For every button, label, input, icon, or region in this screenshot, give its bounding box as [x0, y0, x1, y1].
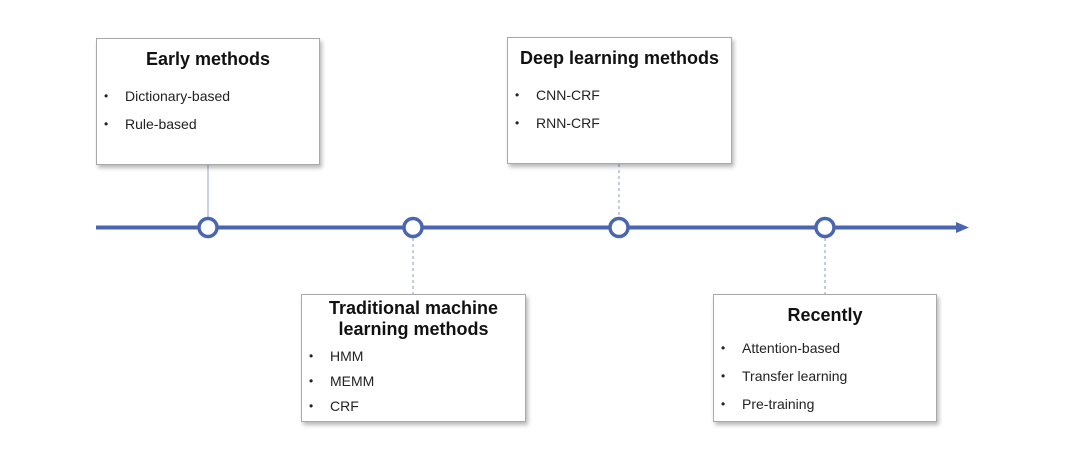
- stage-item: Rule-based: [97, 110, 319, 138]
- stage-item: Dictionary-based: [97, 82, 319, 110]
- stage-item: CRF: [302, 394, 525, 419]
- stage-title: Recently: [787, 305, 863, 325]
- node-traditional: [402, 216, 424, 239]
- node-early: [197, 216, 219, 239]
- stage-item-list: Attention-based Transfer learning Pre-tr…: [714, 334, 936, 418]
- stage-item: MEMM: [302, 369, 525, 394]
- stage-box-early-methods: Early methods Dictionary-based Rule-base…: [96, 38, 320, 165]
- stage-title: Early methods: [145, 49, 271, 69]
- stage-item-list: HMM MEMM CRF: [302, 344, 525, 419]
- stage-title: Deep learning methods: [519, 48, 720, 68]
- stage-box-traditional-ml-methods: Traditional machine learning methods HMM…: [301, 294, 526, 422]
- timeline-arrowhead: [956, 222, 969, 233]
- stage-item-list: Dictionary-based Rule-based: [97, 82, 319, 138]
- stage-box-recently: Recently Attention-based Transfer learni…: [713, 294, 937, 422]
- stage-item-list: CNN-CRF RNN-CRF: [508, 81, 731, 137]
- stage-item: Attention-based: [714, 334, 936, 362]
- stage-box-deep-learning-methods: Deep learning methods CNN-CRF RNN-CRF: [507, 37, 732, 164]
- stage-title: Traditional machine learning methods: [328, 298, 499, 339]
- stage-item: Transfer learning: [714, 362, 936, 390]
- node-recent: [814, 216, 836, 239]
- node-deep: [608, 216, 630, 239]
- stage-item: RNN-CRF: [508, 109, 731, 137]
- stage-item: HMM: [302, 344, 525, 369]
- stage-item: Pre-training: [714, 390, 936, 418]
- stage-item: CNN-CRF: [508, 81, 731, 109]
